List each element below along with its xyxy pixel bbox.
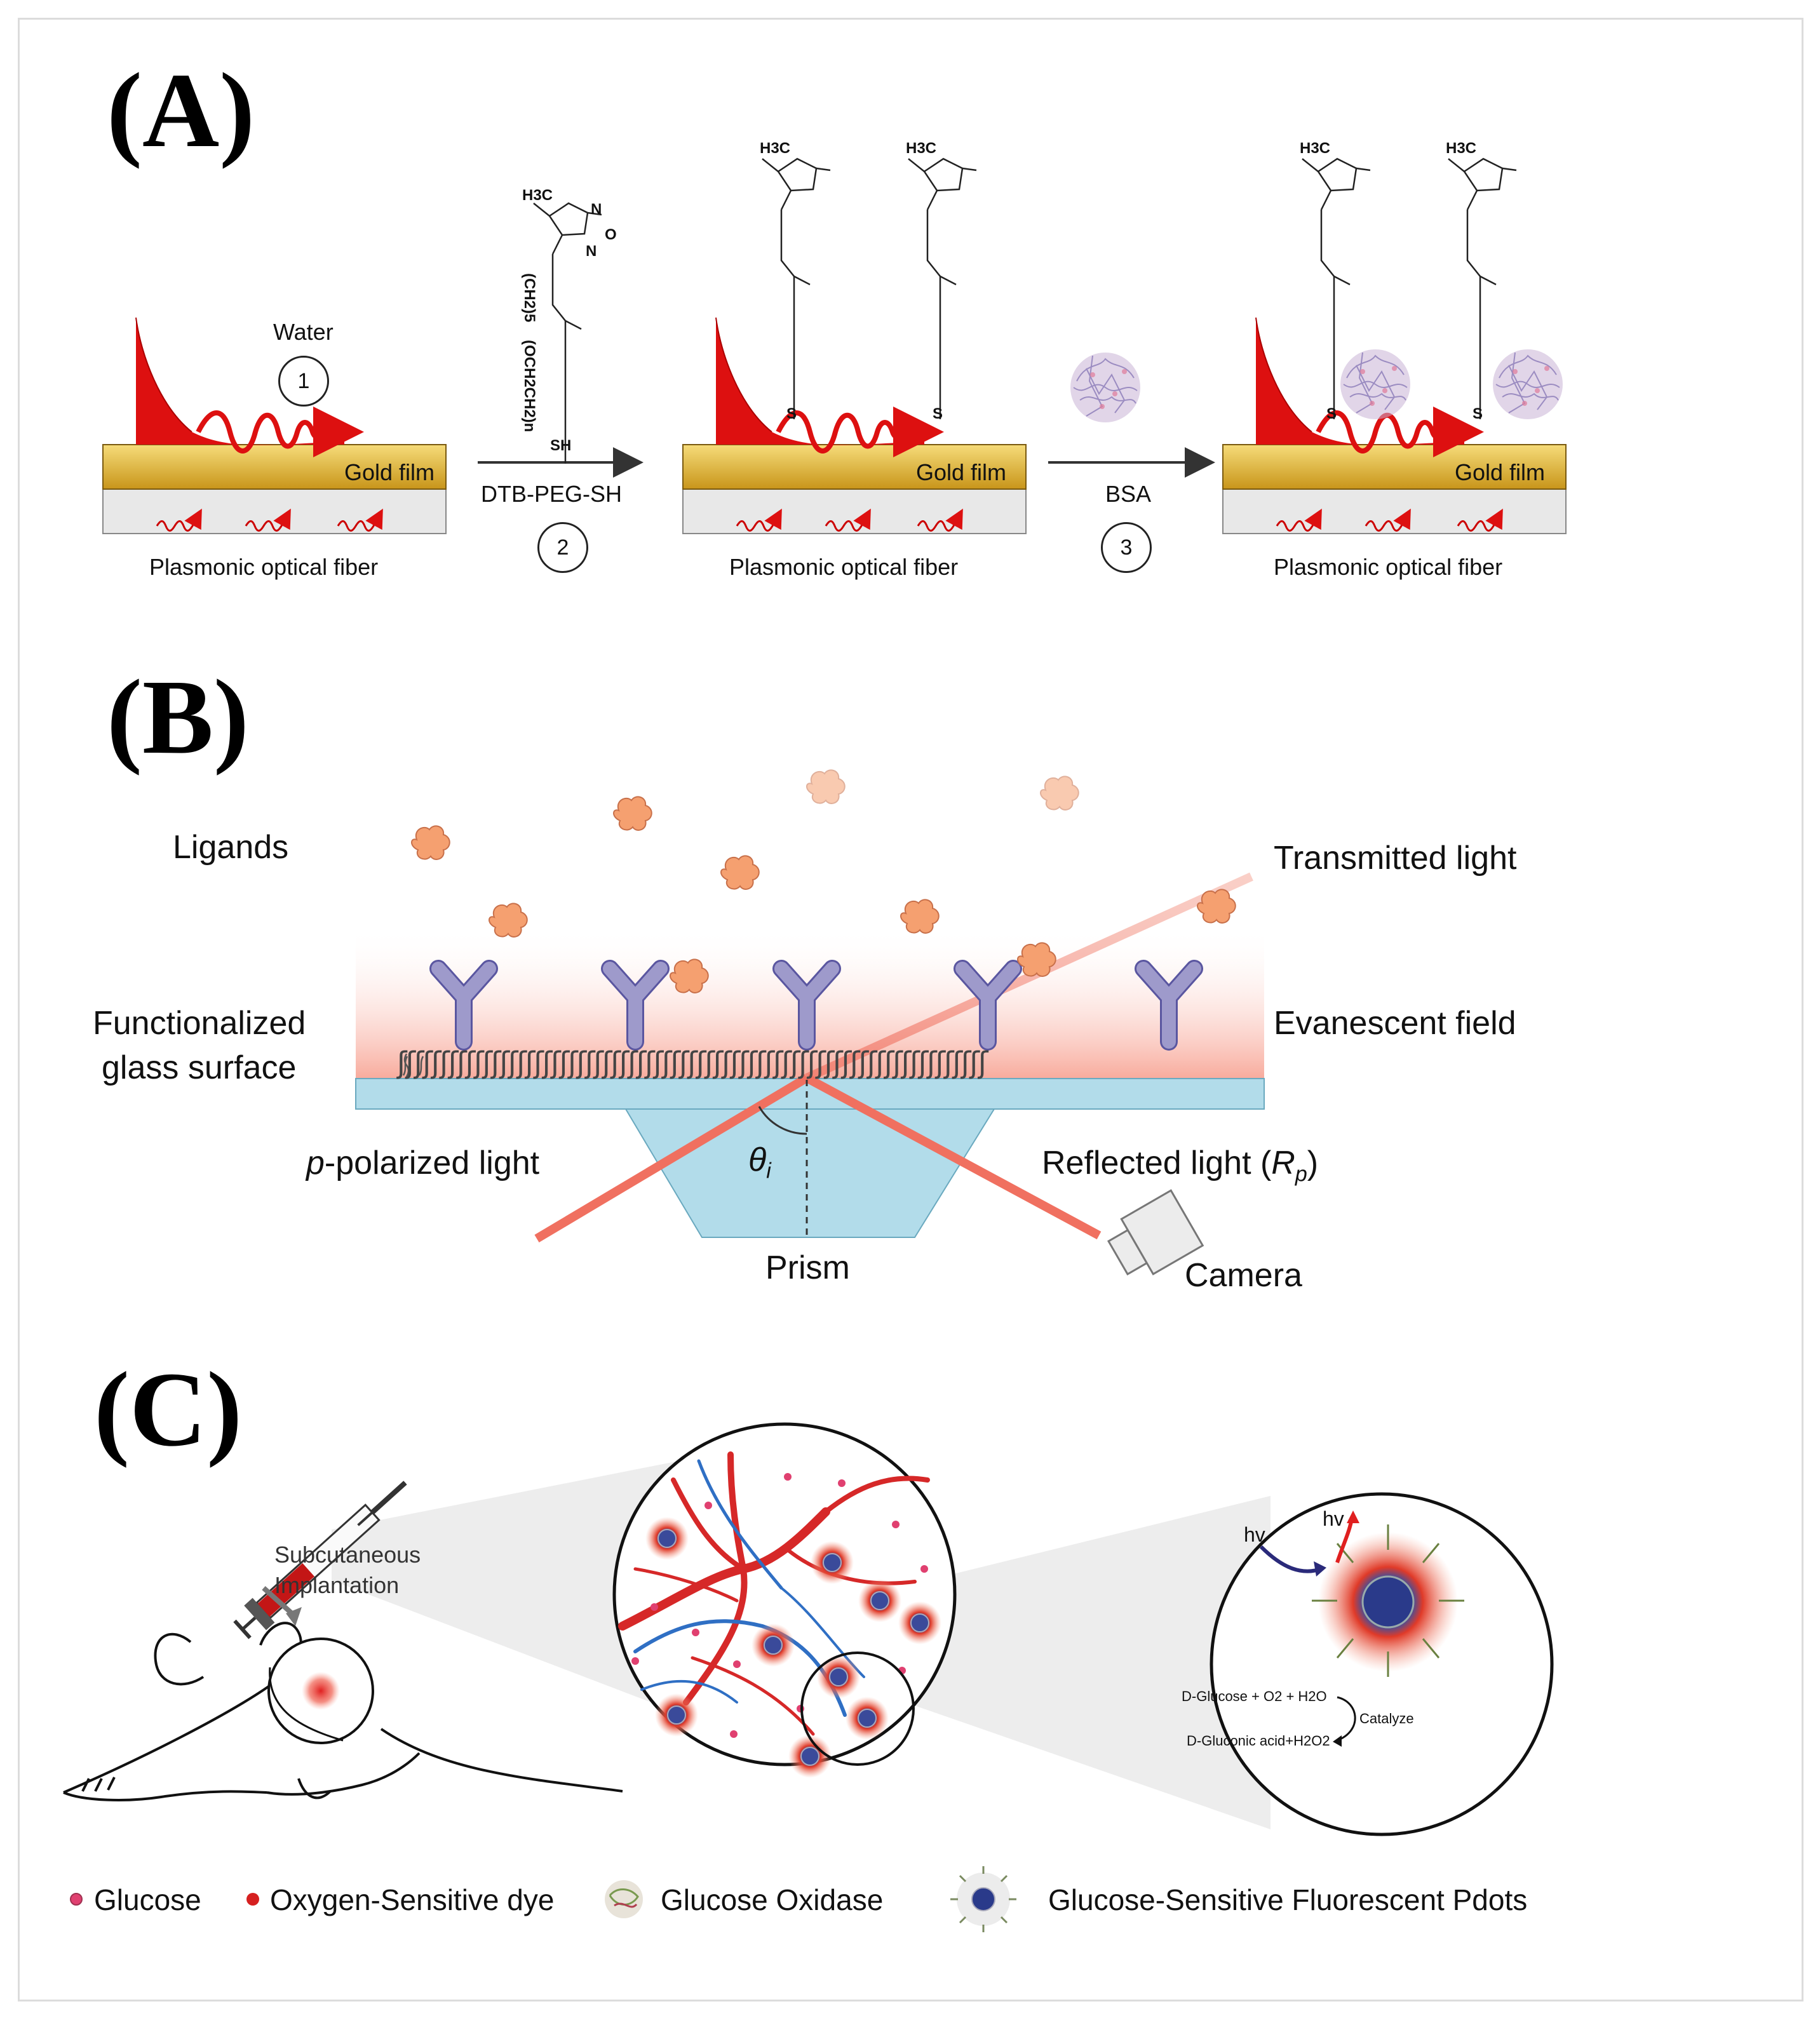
legend-glucose-icon (70, 1893, 83, 1906)
ligands-label: Ligands (173, 829, 289, 866)
reagent-2-label: DTB-PEG-SH (481, 481, 623, 507)
evanescent-field-label: Evanescent field (1274, 1005, 1516, 1042)
functionalized-label-line1: Functionalized (93, 1005, 306, 1042)
chem-methyl-2: H3C (760, 140, 791, 157)
reflected-text: Reflected light ( (1042, 1145, 1272, 1181)
legend-gox-icon (605, 1880, 643, 1918)
legend-dye-label: Oxygen-Sensitive dye (270, 1883, 555, 1916)
legend-pdots-icon (950, 1866, 1016, 1932)
reflected-r: R (1271, 1145, 1295, 1181)
gold-film-label-2: Gold film (916, 459, 1007, 485)
chem-methyl: H3C (522, 187, 553, 204)
chem-sh: SH (550, 437, 572, 454)
chem-s-2: S (933, 405, 943, 422)
panel-c-letter: (C) (94, 1350, 243, 1469)
camera-label: Camera (1185, 1257, 1302, 1294)
step-2-number: 2 (556, 535, 569, 560)
p-polarized-label: p-polarized light (306, 1147, 539, 1180)
linker-sample (402, 1056, 424, 1076)
functionalized-label-line2: glass surface (102, 1049, 297, 1086)
reaction-line-1: D-Glucose + O2 + H2O (1182, 1688, 1327, 1704)
chem-s-4: S (1473, 405, 1483, 422)
pdot-ligand-shell (1312, 1524, 1464, 1677)
panel-b-letter: (B) (107, 658, 249, 776)
gold-film-label-3: Gold film (1455, 459, 1546, 485)
legend-glucose-label: Glucose (94, 1883, 201, 1916)
panel-a-letter: (A) (107, 51, 255, 170)
chem-s-1: S (786, 405, 797, 422)
camera-icon (1107, 1189, 1204, 1276)
fiber-label-3: Plasmonic optical fiber (1274, 554, 1503, 580)
legend-pdots-label: Glucose-Sensitive Fluorescent Pdots (1048, 1883, 1528, 1916)
legend-dye-icon (246, 1893, 259, 1906)
chem-methyl-3: H3C (906, 140, 937, 157)
chem-o: O (605, 226, 617, 243)
blood-vessels (618, 1451, 930, 1736)
subcutaneous-label: Subcutaneous (274, 1542, 421, 1568)
hv-out-label: hv (1323, 1507, 1344, 1530)
fiber-label-2: Plasmonic optical fiber (729, 554, 959, 580)
reflected-subscript: p (1295, 1162, 1307, 1187)
p-polarized-text: -polarized light (324, 1145, 540, 1181)
prism-label: Prism (765, 1249, 850, 1286)
reflected-close: ) (1307, 1145, 1319, 1181)
step-1-badge: 1 (278, 356, 329, 407)
transmitted-light-label: Transmitted light (1274, 840, 1517, 877)
chem-n-2: N (586, 243, 597, 260)
reagent-3-label: BSA (1105, 481, 1152, 507)
syringe-icon (233, 1481, 407, 1639)
catalyze-label: Catalyze (1359, 1711, 1414, 1726)
theta-symbol: θ (748, 1141, 767, 1178)
chem-methyl-4: H3C (1300, 140, 1331, 157)
reflected-light-label: Reflected light (Rp) (1042, 1147, 1318, 1185)
implantation-label: Implantation (274, 1572, 400, 1598)
water-label: Water (273, 319, 334, 345)
chem-methyl-5: H3C (1446, 140, 1477, 157)
p-polarized-italic: p (306, 1145, 325, 1181)
fiber-label-1: Plasmonic optical fiber (149, 554, 379, 580)
step-3-badge: 3 (1101, 522, 1152, 573)
step-1-number: 1 (297, 368, 310, 393)
hv-in-label: hv (1244, 1523, 1265, 1546)
legend-gox-label: Glucose Oxidase (661, 1883, 884, 1916)
theta-label: θi (748, 1143, 771, 1181)
theta-subscript: i (766, 1159, 771, 1183)
step-2-badge: 2 (537, 522, 588, 573)
reaction-line-2: D-Gluconic acid+H2O2 (1187, 1733, 1330, 1749)
chem-n-1: N (591, 201, 602, 218)
step-3-number: 3 (1120, 535, 1133, 560)
chem-s-3: S (1326, 405, 1337, 422)
surface-linkers: ʃʃʃʃʃʃʃʃʃʃʃʃʃʃʃʃʃʃʃʃʃʃʃʃʃʃʃʃʃʃʃʃʃʃʃʃʃʃʃʃ… (397, 1046, 988, 1080)
gold-film-label-1: Gold film (344, 459, 435, 485)
